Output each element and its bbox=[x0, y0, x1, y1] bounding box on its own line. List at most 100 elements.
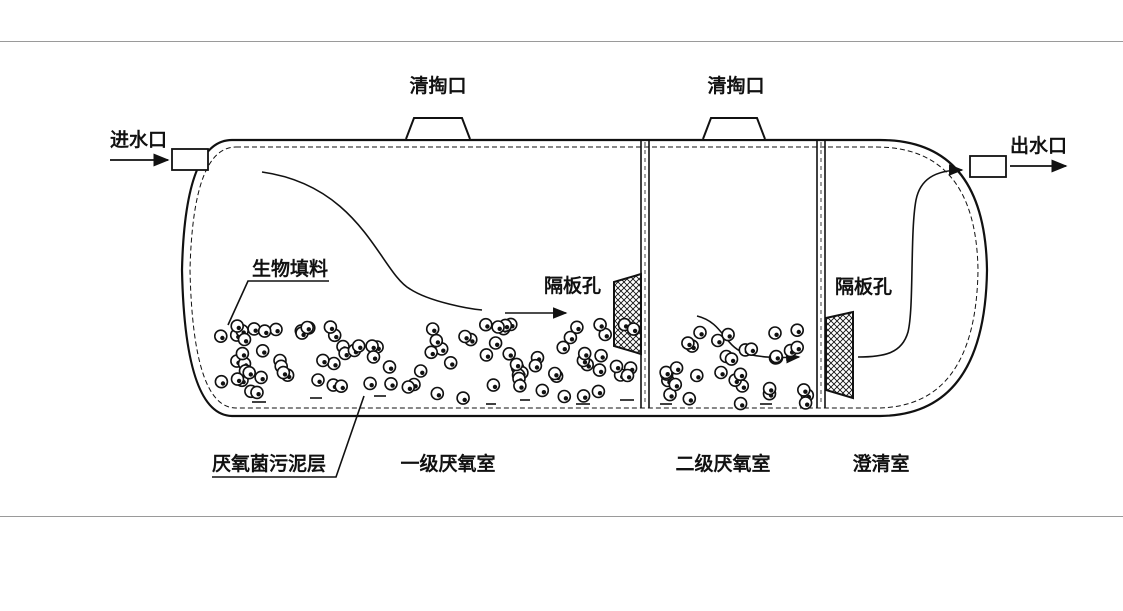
filler-ball bbox=[556, 340, 571, 355]
top-divider bbox=[0, 41, 1123, 42]
filler-ball bbox=[577, 346, 592, 361]
filler-ball-core bbox=[576, 326, 581, 332]
filler-ball bbox=[425, 322, 440, 336]
filler-ball-core bbox=[734, 379, 739, 385]
leader-lines bbox=[212, 280, 365, 478]
filler-ball bbox=[334, 379, 349, 394]
filler-ball-core bbox=[236, 378, 242, 384]
filler-ball-core bbox=[604, 334, 609, 339]
filler-ball bbox=[724, 352, 739, 366]
filler-ball-core bbox=[334, 334, 339, 340]
filler-ball bbox=[491, 320, 505, 334]
inlet-pipe bbox=[110, 148, 209, 171]
filler-ball bbox=[479, 348, 494, 362]
filler-ball-core bbox=[669, 394, 674, 399]
filler-ball-core bbox=[372, 356, 378, 361]
chamber-3-label: 澄清室 bbox=[852, 452, 909, 475]
filler-ball-core bbox=[236, 325, 241, 331]
baffle-hole-screen-left bbox=[613, 272, 642, 356]
filler-ball bbox=[363, 376, 377, 391]
filler-ball bbox=[768, 326, 782, 340]
filler-ball-core bbox=[485, 324, 490, 329]
bio-filler-media bbox=[214, 317, 815, 411]
cleanout-port-left bbox=[405, 117, 471, 140]
bottom-divider bbox=[0, 516, 1123, 517]
filler-ball-core bbox=[676, 367, 681, 372]
filler-ball-core bbox=[769, 388, 774, 393]
filler-ball-core bbox=[441, 348, 446, 353]
filler-ball-core bbox=[615, 366, 621, 371]
filler-ball bbox=[620, 368, 635, 383]
filler-ball bbox=[693, 325, 707, 340]
baffle-hole-label-left: 隔板孔 bbox=[544, 274, 601, 297]
filler-ball-core bbox=[796, 329, 801, 335]
sludge-marks bbox=[252, 395, 772, 405]
filler-ball bbox=[327, 356, 341, 371]
filler-ball bbox=[478, 317, 493, 332]
filler-ball-core bbox=[597, 391, 603, 396]
filler-ball-core bbox=[562, 347, 567, 352]
filler-ball bbox=[744, 342, 759, 357]
filler-ball bbox=[576, 389, 591, 403]
cleanout-label-right: 清掏口 bbox=[707, 74, 764, 97]
filler-ball bbox=[509, 357, 524, 372]
filler-ball bbox=[557, 389, 572, 404]
filler-ball-core bbox=[665, 372, 670, 377]
outlet-label: 出水口 bbox=[1010, 134, 1067, 157]
filler-ball-core bbox=[262, 350, 267, 355]
filler-ball bbox=[535, 383, 550, 398]
filler-ball bbox=[714, 365, 728, 380]
filler-ball-core bbox=[306, 327, 311, 332]
filler-ball-core bbox=[470, 339, 475, 344]
filler-ball-core bbox=[256, 392, 261, 397]
filler-ball bbox=[257, 324, 272, 338]
filler-ball-core bbox=[495, 342, 500, 347]
chamber-2-label: 二级厌氧室 bbox=[675, 452, 770, 475]
cleanout-port-right bbox=[702, 117, 766, 140]
filler-ball-core bbox=[717, 340, 722, 345]
filler-ball-core bbox=[220, 335, 225, 341]
filler-ball bbox=[276, 365, 291, 380]
tank-shell bbox=[180, 138, 989, 418]
filler-ball-core bbox=[515, 364, 521, 369]
filler-ball bbox=[547, 366, 562, 381]
filler-ball-core bbox=[329, 326, 335, 332]
filler-ball-core bbox=[626, 375, 632, 380]
filler-ball bbox=[413, 364, 428, 378]
filler-ball-core bbox=[220, 381, 226, 386]
baffle-hole-label-right: 隔板孔 bbox=[835, 275, 892, 298]
sludge-layer-label: 厌氧菌污泥层 bbox=[212, 452, 326, 475]
filler-ball bbox=[486, 378, 501, 392]
filler-ball bbox=[721, 327, 735, 342]
filler-ball-core bbox=[432, 328, 437, 333]
filler-ball bbox=[242, 365, 256, 380]
filler-ball-core bbox=[696, 375, 701, 380]
filler-ball-core bbox=[569, 337, 575, 342]
filler-ball bbox=[591, 384, 606, 399]
filler-ball-core bbox=[464, 336, 469, 341]
filler-ball-core bbox=[730, 358, 736, 364]
filler-ball bbox=[430, 386, 445, 401]
filler-ball-core bbox=[796, 347, 801, 352]
filler-ball bbox=[762, 381, 777, 396]
filler-ball-core bbox=[497, 326, 502, 331]
filler-ball-core bbox=[582, 360, 588, 365]
filler-ball bbox=[255, 343, 270, 358]
filler-ball bbox=[323, 320, 338, 334]
filler-ball bbox=[733, 396, 748, 411]
filler-ball-core bbox=[248, 372, 253, 377]
filler-ball bbox=[214, 374, 229, 389]
filler-ball-core bbox=[340, 385, 345, 391]
filler-ball-core bbox=[720, 372, 725, 377]
filler-ball bbox=[593, 317, 607, 332]
filler-ball bbox=[424, 345, 439, 360]
filler-ball bbox=[733, 367, 748, 382]
filler-ball bbox=[250, 385, 264, 400]
filler-ball-core bbox=[674, 384, 680, 389]
filler-ball-core bbox=[554, 373, 559, 378]
filler-ball bbox=[214, 329, 228, 344]
filler-ball-core bbox=[371, 345, 376, 351]
filler-ball bbox=[382, 360, 397, 374]
filler-ball bbox=[798, 396, 813, 410]
filler-ball-core bbox=[407, 386, 413, 391]
